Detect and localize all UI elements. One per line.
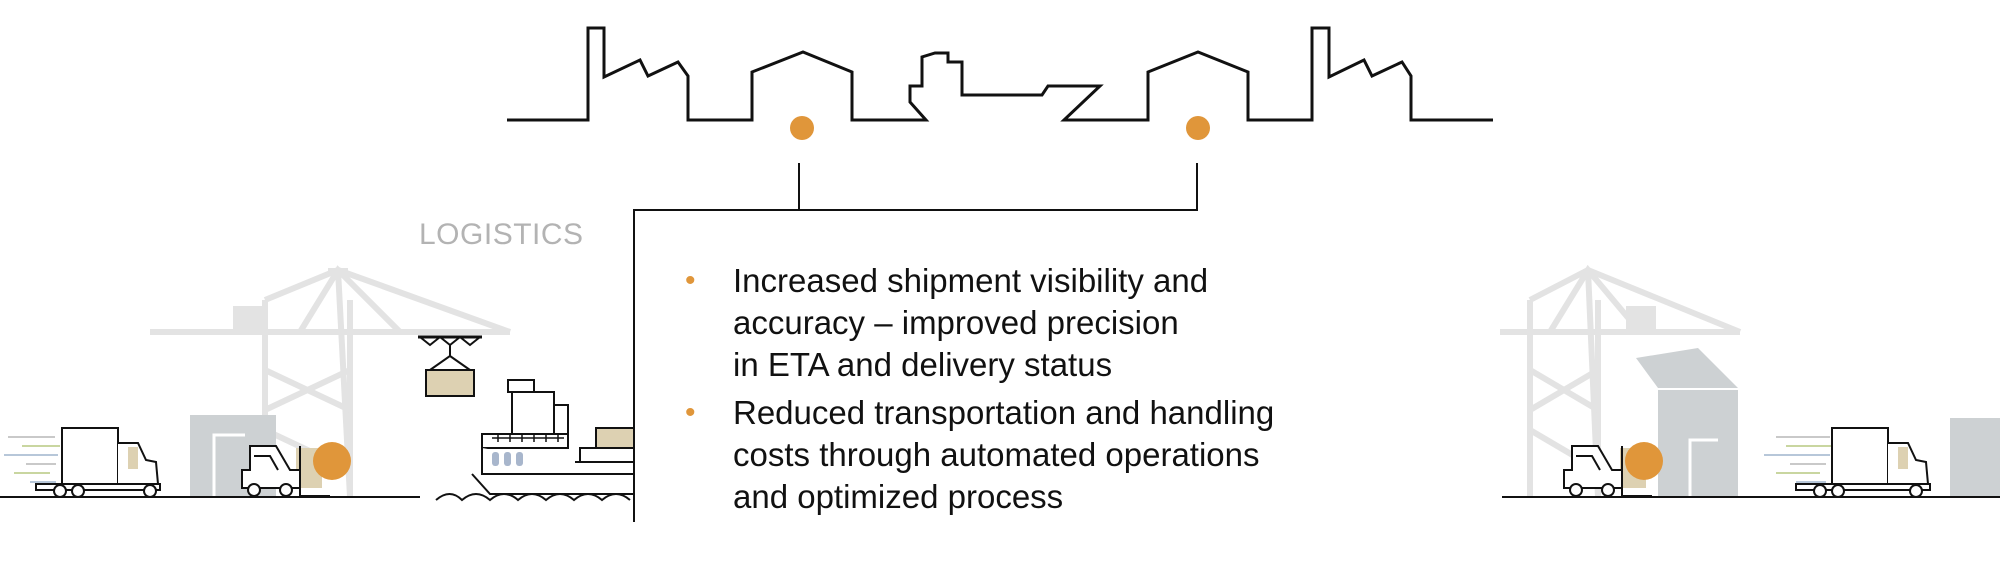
benefit-line: Reduced transportation and handling <box>733 394 1275 431</box>
warehouse-icon <box>1636 348 1738 497</box>
location-dot-icon <box>1186 116 1210 140</box>
callout-connector <box>633 163 1198 522</box>
section-label: LOGISTICS <box>419 218 584 251</box>
warehouse-icon <box>1950 418 2000 497</box>
benefit-line: accuracy – improved precision <box>733 304 1179 341</box>
speed-lines <box>1764 436 1832 483</box>
benefit-line: Increased shipment visibility and <box>733 262 1209 299</box>
ship-rail <box>492 434 564 442</box>
crane-top <box>328 268 348 276</box>
crane-cab <box>1626 306 1656 332</box>
accent-dot-icon <box>1625 442 1663 480</box>
benefit-line: in ETA and delivery status <box>733 346 1113 383</box>
truck-icon <box>35 427 161 498</box>
skyline <box>507 26 1493 122</box>
speed-lines <box>4 436 60 483</box>
warehouse-door <box>212 433 245 497</box>
bullet-icon: • <box>685 396 696 429</box>
ship-icon <box>435 379 635 502</box>
benefit-item: • Reduced transportation and handling co… <box>675 392 1375 518</box>
skyline-outline <box>507 26 1493 122</box>
benefit-line: and optimized process <box>733 478 1064 515</box>
benefit-line: costs through automated operations <box>733 436 1260 473</box>
location-dot-icon <box>790 116 814 140</box>
benefit-list: • Increased shipment visibility and accu… <box>675 260 1375 524</box>
crate-icon <box>418 335 482 397</box>
crane-cab <box>233 306 263 332</box>
benefit-item: • Increased shipment visibility and accu… <box>675 260 1375 386</box>
ship-windows <box>492 452 523 466</box>
accent-dot-icon <box>313 442 351 480</box>
truck-icon <box>1795 427 1931 498</box>
bullet-icon: • <box>685 264 696 297</box>
